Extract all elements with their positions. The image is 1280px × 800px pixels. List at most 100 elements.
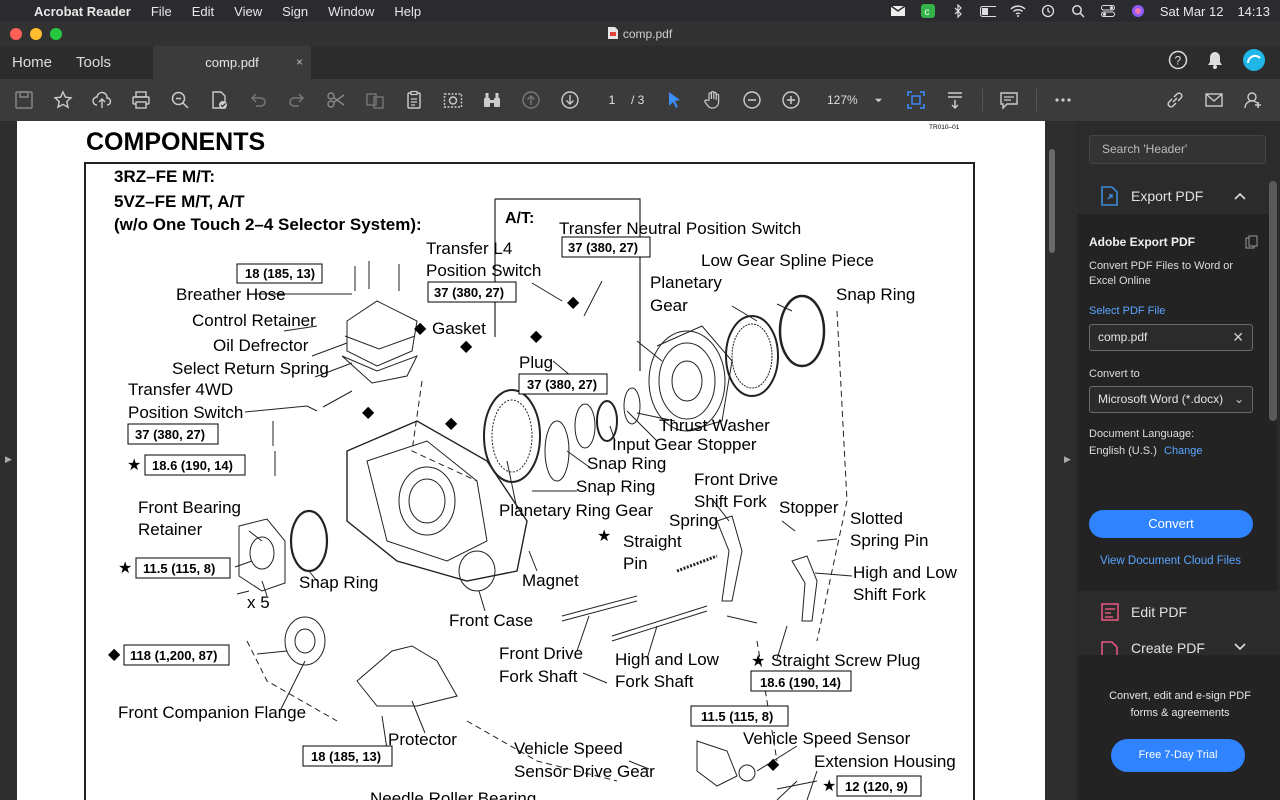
window-title: comp.pdf <box>622 27 673 41</box>
bookmark-star-icon[interactable] <box>51 88 75 112</box>
free-trial-button[interactable]: Free 7-Day Trial <box>1111 739 1245 772</box>
select-cursor-icon[interactable] <box>662 88 686 112</box>
right-pane-toggle-strip: ▶ <box>1060 121 1077 800</box>
hand-tool-icon[interactable] <box>701 88 725 112</box>
chevron-down-icon[interactable] <box>1234 640 1246 654</box>
select-pdf-file-link[interactable]: Select PDF File <box>1089 305 1166 317</box>
bluetooth-icon[interactable] <box>950 4 966 18</box>
view-document-cloud-link[interactable]: View Document Cloud Files <box>1100 555 1242 567</box>
label-transfer-l4-1: Transfer L4 <box>426 239 512 258</box>
expand-left-panel-icon[interactable]: ▶ <box>5 454 12 464</box>
zoom-window-button[interactable] <box>50 28 62 40</box>
label-spring: Spring <box>669 511 718 530</box>
battery-icon[interactable] <box>979 4 996 18</box>
label-planetary-2: Gear <box>650 296 688 315</box>
next-page-icon[interactable] <box>558 88 582 112</box>
tab-document[interactable]: comp.pdf × <box>153 46 312 79</box>
panel-title: Adobe Export PDF <box>1089 235 1196 249</box>
redo-icon[interactable] <box>285 88 309 112</box>
export-pdf-header[interactable]: Export PDF <box>1077 176 1280 216</box>
scroll-mode-icon[interactable] <box>943 88 967 112</box>
diamond-symbol: ◆ <box>362 404 375 421</box>
collapse-right-pane-icon[interactable]: ▶ <box>1064 454 1071 464</box>
menubar-date[interactable]: Sat Mar 12 <box>1159 3 1224 19</box>
share-link-icon[interactable] <box>1163 88 1187 112</box>
close-window-button[interactable] <box>10 28 22 40</box>
pdf-page[interactable]: TR010–01 COMPONENTS 3RZ–FE M/T: 5VZ–FE M… <box>17 121 1045 800</box>
torque-value: 18 (185, 13) <box>245 266 315 281</box>
gmail-icon[interactable] <box>890 4 906 18</box>
right-pane-scrollbar[interactable] <box>1269 181 1277 421</box>
menu-file[interactable]: File <box>150 3 172 19</box>
time-machine-icon[interactable] <box>1040 4 1056 18</box>
torque-value: 11.5 (115, 8) <box>143 561 215 576</box>
edit-pdf-tool[interactable]: Edit PDF <box>1077 592 1280 632</box>
page-code: TR010–01 <box>929 124 960 131</box>
chevron-up-icon[interactable] <box>1234 189 1246 203</box>
control-center-icon[interactable] <box>1100 4 1116 18</box>
menu-view[interactable]: View <box>234 3 263 19</box>
scrollbar-thumb[interactable] <box>1049 149 1055 253</box>
search-icon[interactable] <box>1070 4 1086 18</box>
snapshot-camera-icon[interactable] <box>441 88 465 112</box>
tab-tools[interactable]: Tools <box>76 54 112 71</box>
undo-icon[interactable] <box>246 88 270 112</box>
menu-edit[interactable]: Edit <box>191 3 215 19</box>
add-user-icon[interactable] <box>1241 88 1265 112</box>
zoom-level[interactable]: 127% <box>826 93 858 107</box>
wifi-icon[interactable] <box>1010 4 1026 18</box>
diamond-symbol: ◆ <box>445 415 458 432</box>
minimize-window-button[interactable] <box>30 28 42 40</box>
zoom-search-icon[interactable] <box>168 88 192 112</box>
page-scrollbar[interactable] <box>1045 121 1060 800</box>
pdf-file-icon <box>607 26 618 42</box>
page-number-input[interactable] <box>597 89 627 111</box>
zoom-dropdown-icon[interactable] <box>872 88 884 112</box>
label-front-drive-1: Front Drive <box>694 470 778 489</box>
menu-window[interactable]: Window <box>328 3 375 19</box>
label-protector: Protector <box>388 730 457 749</box>
tab-document-label: comp.pdf <box>205 55 259 70</box>
close-tab-icon[interactable]: × <box>296 55 304 69</box>
export-pdf-title: Export PDF <box>1131 188 1204 204</box>
copy-text-icon[interactable] <box>363 88 387 112</box>
app-c-icon[interactable]: c <box>920 4 936 18</box>
menu-sign[interactable]: Sign <box>282 3 309 19</box>
convert-button[interactable]: Convert <box>1089 510 1253 538</box>
previous-page-icon[interactable] <box>519 88 543 112</box>
clear-file-icon[interactable]: ✕ <box>1232 329 1244 345</box>
convert-format-select[interactable]: Microsoft Word (*.docx) ⌄ <box>1089 386 1253 413</box>
label-magnet: Magnet <box>522 571 579 590</box>
comment-icon[interactable] <box>997 88 1021 112</box>
menubar-time[interactable]: 14:13 <box>1237 3 1270 19</box>
tab-home[interactable]: Home <box>12 54 53 71</box>
avatar[interactable] <box>1242 48 1266 77</box>
binoculars-icon[interactable] <box>480 88 504 112</box>
tools-search-input[interactable]: Search 'Header' <box>1089 135 1266 164</box>
notification-bell-icon[interactable] <box>1206 50 1224 75</box>
menu-help[interactable]: Help <box>394 3 422 19</box>
clipboard-icon[interactable] <box>402 88 426 112</box>
label-slotted-2: Spring Pin <box>850 531 928 550</box>
document-language-label: Document Language: <box>1089 428 1195 440</box>
email-icon[interactable] <box>1202 88 1226 112</box>
more-options-icon[interactable] <box>1051 88 1075 112</box>
fit-page-icon[interactable] <box>904 88 928 112</box>
create-pdf-tool[interactable]: Create PDF <box>1077 632 1280 655</box>
siri-icon[interactable] <box>1130 4 1146 18</box>
copy-icon[interactable] <box>1245 235 1259 254</box>
change-language-link[interactable]: Change <box>1164 445 1203 457</box>
label-stopper: Stopper <box>779 498 839 517</box>
zoom-out-icon[interactable] <box>740 88 764 112</box>
save-icon[interactable] <box>12 88 36 112</box>
zoom-in-icon[interactable] <box>779 88 803 112</box>
selected-file-field[interactable]: comp.pdf ✕ <box>1089 324 1253 351</box>
menu-app-name[interactable]: Acrobat Reader <box>34 3 131 19</box>
document-check-icon[interactable] <box>207 88 231 112</box>
print-icon[interactable] <box>129 88 153 112</box>
upload-cloud-icon[interactable] <box>90 88 114 112</box>
star-symbol: ★ <box>751 653 765 670</box>
scissors-icon[interactable] <box>324 88 348 112</box>
chevron-down-icon: ⌄ <box>1233 392 1244 406</box>
help-icon[interactable]: ? <box>1168 50 1188 75</box>
